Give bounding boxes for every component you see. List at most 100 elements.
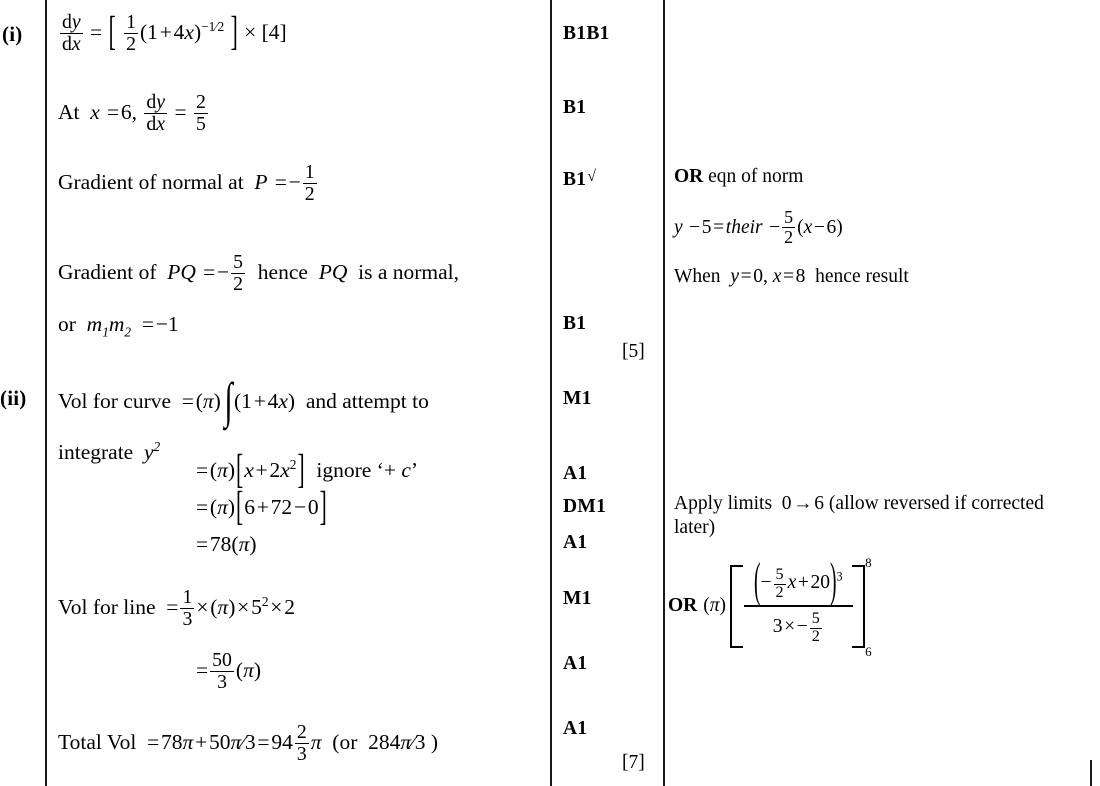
mark-ii-7: A1 [563, 718, 588, 739]
equals-eight: = 8 [781, 266, 806, 287]
eqn-of-norm-text: eqn of norm [703, 166, 804, 187]
pi-symbol: π [310, 730, 322, 755]
expr-one-plus-four-x: (1 + 4x) [140, 20, 202, 45]
integrate-text: integrate [58, 440, 139, 464]
multiplication-sign: × [244, 20, 257, 45]
left-paren-large: ( [754, 556, 761, 609]
equals-six: = 6, [105, 100, 138, 125]
left-square-bracket: [ [236, 446, 244, 493]
is-a-normal-text: is a normal, [352, 260, 460, 285]
gradient-m1: m1 [86, 312, 109, 340]
bracket-four: [4] [261, 20, 287, 45]
y-squared: y2 [143, 438, 161, 464]
mark-ii-1: M1 [563, 388, 592, 409]
point-P: P [254, 170, 268, 195]
gradient-of-text: Gradient of [58, 260, 162, 285]
when-text: When [674, 266, 726, 287]
hence-result-text: hence result [810, 266, 909, 287]
part-total-ii: [7] [622, 752, 645, 773]
equals-pi: = (π) [196, 458, 236, 482]
working-line-ii-4: = (π)[6 + 72 − 0] [196, 486, 328, 526]
their-word: their [725, 217, 763, 239]
apply-limits-text: Apply limits 0 → 6 (allow reversed if co… [674, 493, 1044, 539]
variable-y: y [674, 217, 683, 239]
note-i-3: When y = 0, x = 8 hence result [674, 265, 909, 289]
right-paren-large: ) [830, 556, 837, 609]
vol-for-curve-text: Vol for curve [58, 389, 177, 414]
note-i-1: OR eqn of norm [674, 165, 803, 189]
equals-sign: = [166, 595, 179, 620]
segment-PQ: PQ [318, 260, 348, 285]
minus-five: − 5 = [687, 217, 726, 239]
column-divider-notes [663, 0, 665, 786]
minus-sign: − [767, 217, 781, 239]
equals-minus: = − [272, 170, 301, 195]
ignore-plus-c-text: ignore ‘+ c’ [311, 458, 419, 482]
working-line-ii-5: = 78(π) [196, 532, 257, 556]
vol-for-line-text: Vol for line [58, 595, 161, 620]
working-line-i-5: or m1m2 = −1 [58, 312, 179, 340]
mark-i-3-wrap: B1√ [563, 168, 596, 191]
big-left-bracket [730, 565, 744, 648]
right-square-bracket: ] [319, 483, 327, 530]
pi-paren: (π) [235, 658, 262, 683]
upper-limit: 8 [865, 555, 872, 570]
at-label: At [58, 100, 85, 125]
alternative-form: (or 284π∕3 ) [326, 730, 439, 755]
left-square-bracket: [ [108, 8, 116, 55]
or-keyword: OR [674, 166, 704, 187]
equals-sign: = [196, 658, 209, 683]
left-square-bracket: [ [236, 483, 244, 530]
total-sum: = 78π + 50π∕3 = 94 [147, 730, 293, 755]
segment-PQ: PQ [167, 260, 196, 285]
lower-limit: 6 [865, 643, 872, 659]
equals-minus: = − [201, 260, 230, 285]
working-line-ii-1: Vol for curve = (π)∫(1 + 4x) and attempt… [58, 376, 429, 426]
exponent-three: 3 [836, 569, 843, 584]
working-line-ii-3: = (π)[x + 2x2] ignore ‘+ c’ [196, 449, 419, 489]
curve-volume-result: = 78(π) [196, 532, 257, 556]
or-text: or [58, 312, 82, 336]
and-attempt-to-text: and attempt to [300, 389, 429, 414]
integral-result: x + 2x2 [244, 456, 297, 482]
part-label-ii: (ii) [0, 386, 27, 410]
variable-x: x [90, 100, 100, 125]
equals-sign: = [174, 100, 187, 125]
equals-minus-one: = −1 [136, 312, 179, 336]
variable-y: y [730, 266, 739, 287]
limits-substituted: 6 + 72 − 0 [244, 495, 319, 519]
right-square-bracket: ] [297, 446, 305, 493]
page-edge-mark [1090, 760, 1092, 786]
hence-text: hence [252, 260, 314, 285]
x-minus-six: (x − 6) [797, 217, 843, 239]
tick-icon: √ [587, 168, 597, 185]
working-line-ii-2: integrate y2 [58, 438, 161, 464]
big-right-bracket [851, 565, 865, 648]
exponent-minus-half: −1⁄2 [201, 18, 225, 34]
part-total-i: [5] [622, 341, 645, 362]
pi-factor: (π) [703, 595, 727, 617]
equals-pi: = (π) [196, 495, 236, 519]
gradient-m2: m2 [108, 312, 132, 340]
